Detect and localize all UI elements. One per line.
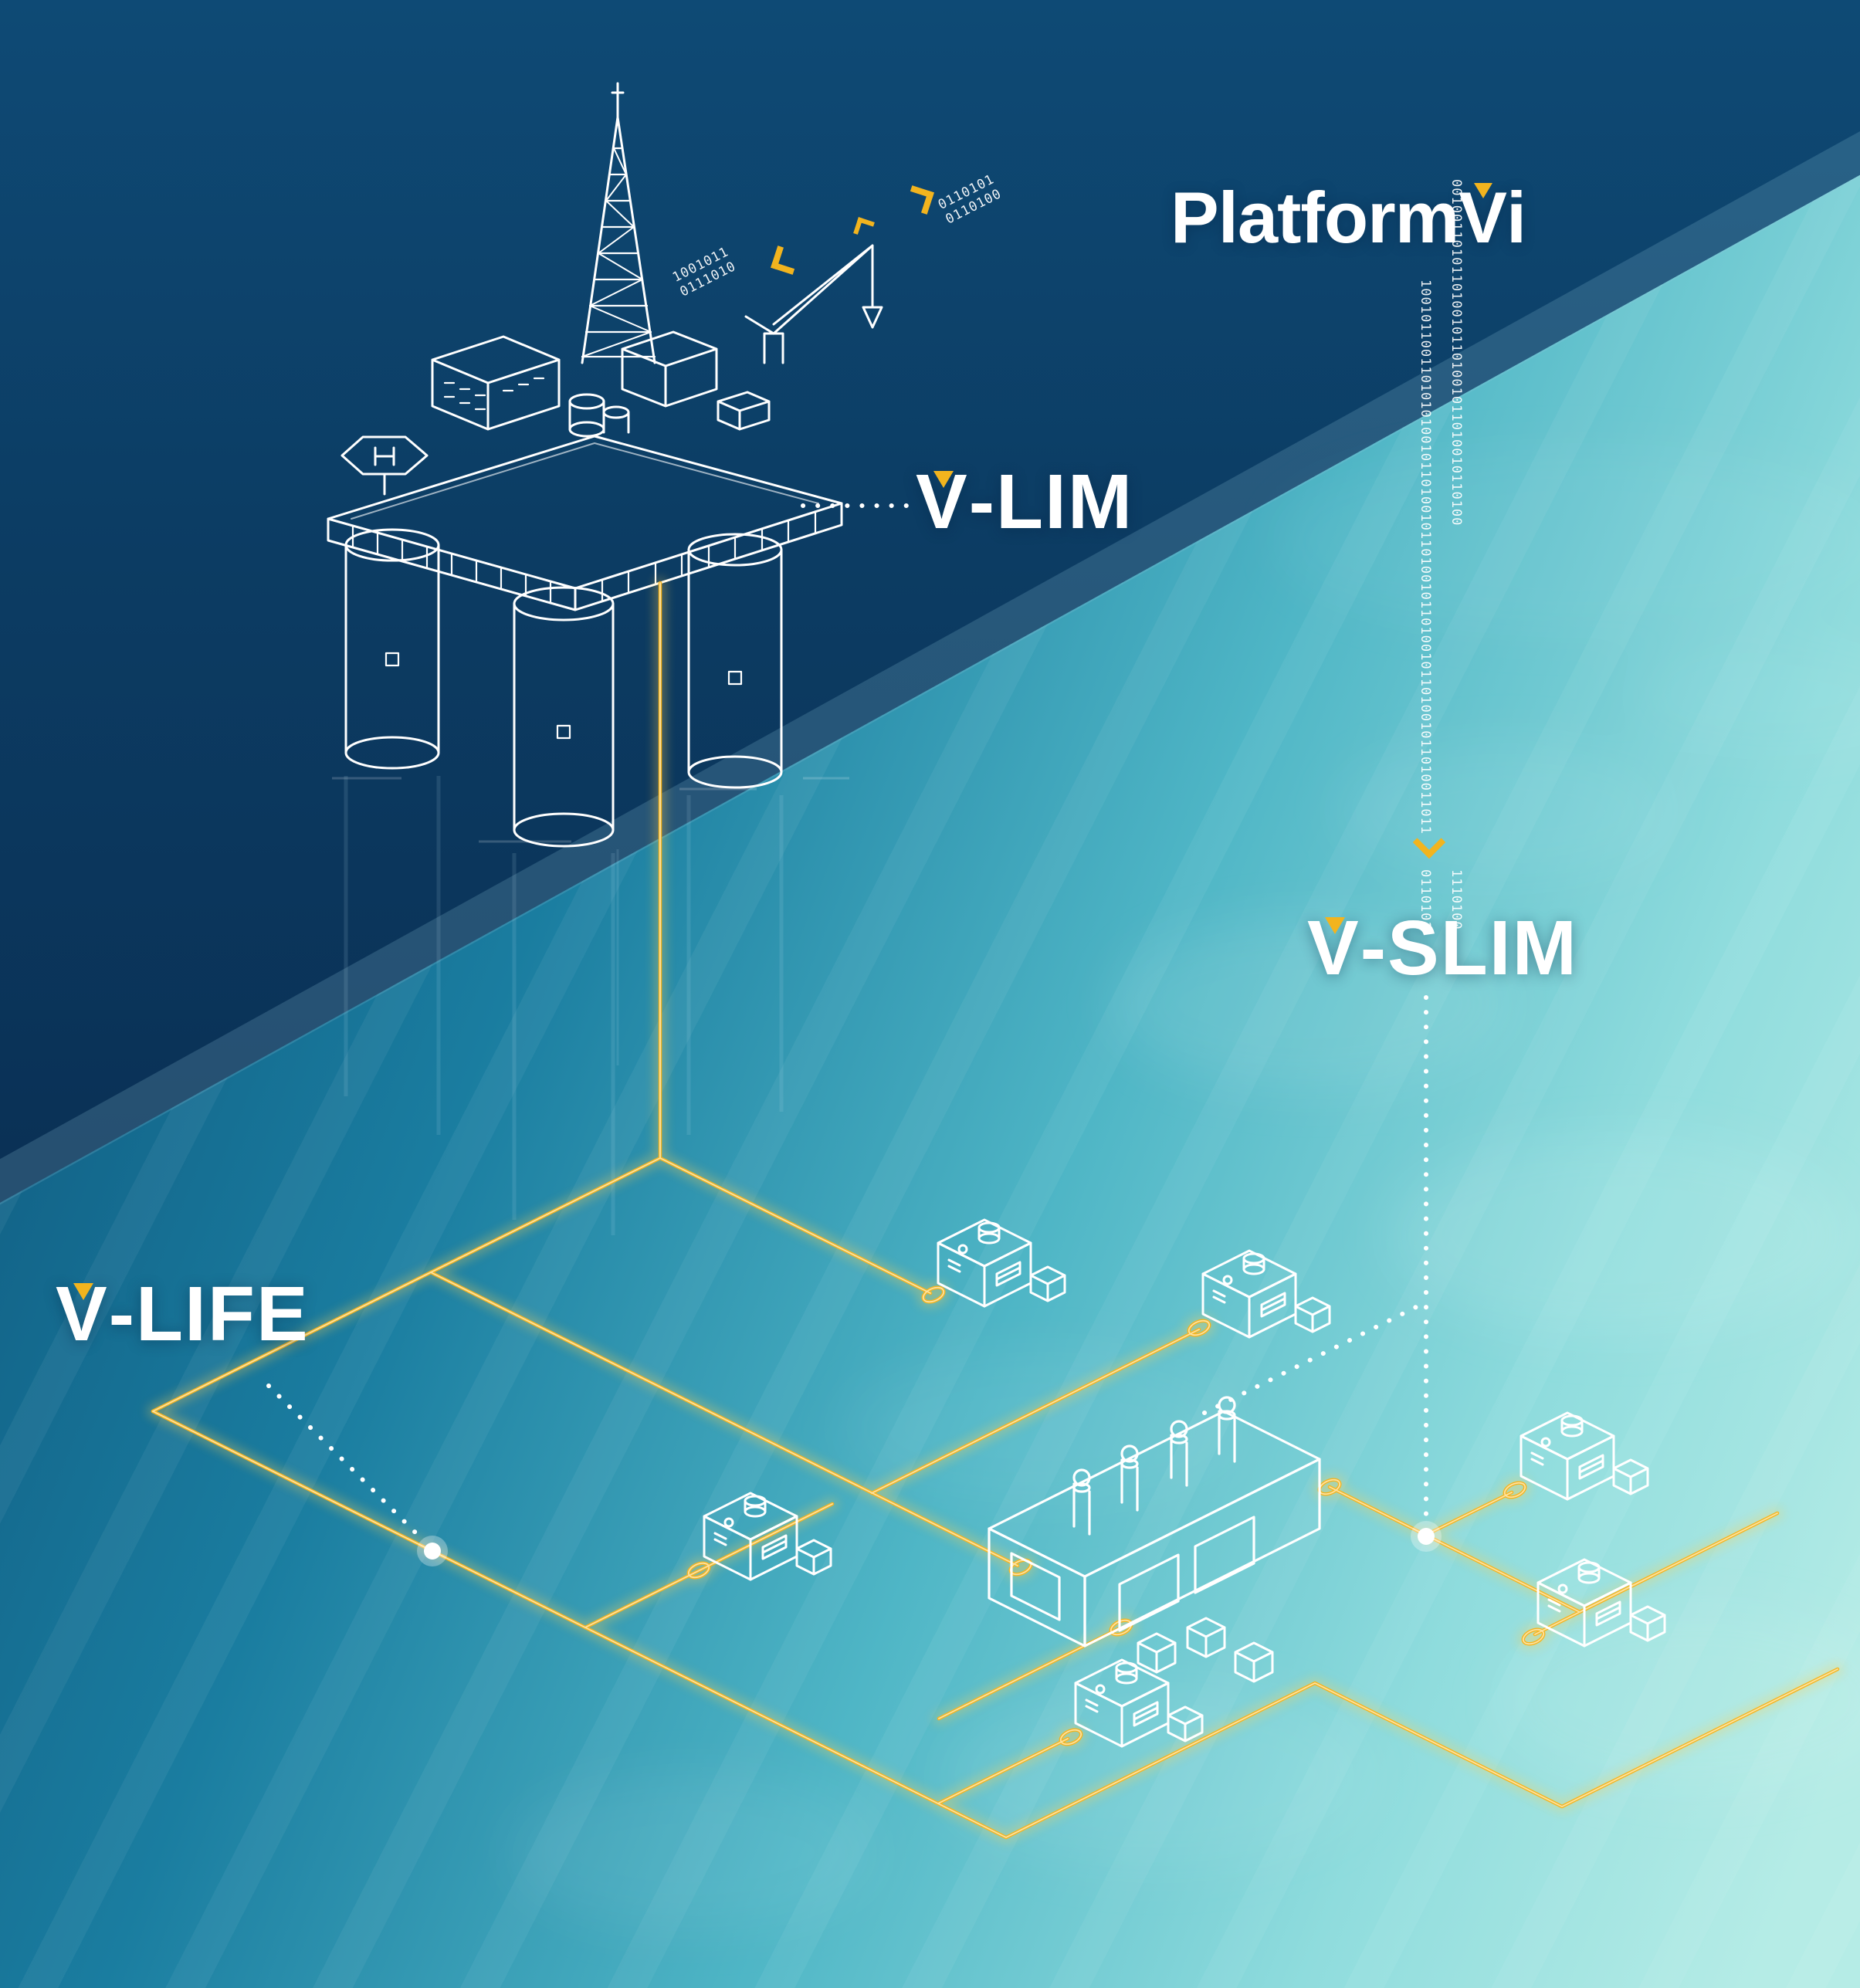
manifold-dotted-line	[1202, 1300, 1428, 1415]
connector-dots	[417, 1521, 1442, 1566]
caustic-light	[510, 448, 1860, 1930]
waterline-ripples	[332, 777, 849, 843]
vlim-text: -LIM	[968, 459, 1134, 545]
vlife-text: -LIFE	[108, 1271, 310, 1357]
rig-reflection	[344, 776, 784, 1235]
vslim-text: -SLIM	[1360, 905, 1578, 991]
logo-v-mark: V	[1459, 177, 1507, 258]
subsea-node	[937, 1218, 1066, 1308]
label-v-lim: V-LIM	[916, 463, 1133, 540]
binary-stream-column-long: 1001011001101010100101101001011010010110…	[1418, 279, 1433, 835]
subsea-manifold	[988, 1396, 1321, 1683]
platformvi-logo: PlatformVi	[1171, 176, 1526, 259]
binary-stream-column-short: 0010011010110100101101001011010010110100	[1448, 179, 1464, 527]
binary-stream-tail: 1110100	[1448, 869, 1464, 930]
subsea-node	[1520, 1411, 1649, 1501]
logo-suffix: i	[1506, 177, 1526, 258]
label-v-slim: V-SLIM	[1307, 909, 1578, 987]
label-v-life: V-LIFE	[56, 1275, 310, 1353]
vslim-v-mark: V	[1307, 905, 1360, 991]
logo-prefix: Platform	[1171, 177, 1459, 258]
subsea-node	[1201, 1249, 1331, 1339]
vlim-v-mark: V	[916, 459, 969, 545]
oil-platform-icon	[327, 82, 883, 848]
label-connectors	[266, 503, 1428, 1543]
vlife-dotted-line	[266, 1383, 425, 1543]
binary-stream-tail: 0110101	[1418, 869, 1433, 930]
vlife-v-mark: V	[56, 1271, 109, 1357]
